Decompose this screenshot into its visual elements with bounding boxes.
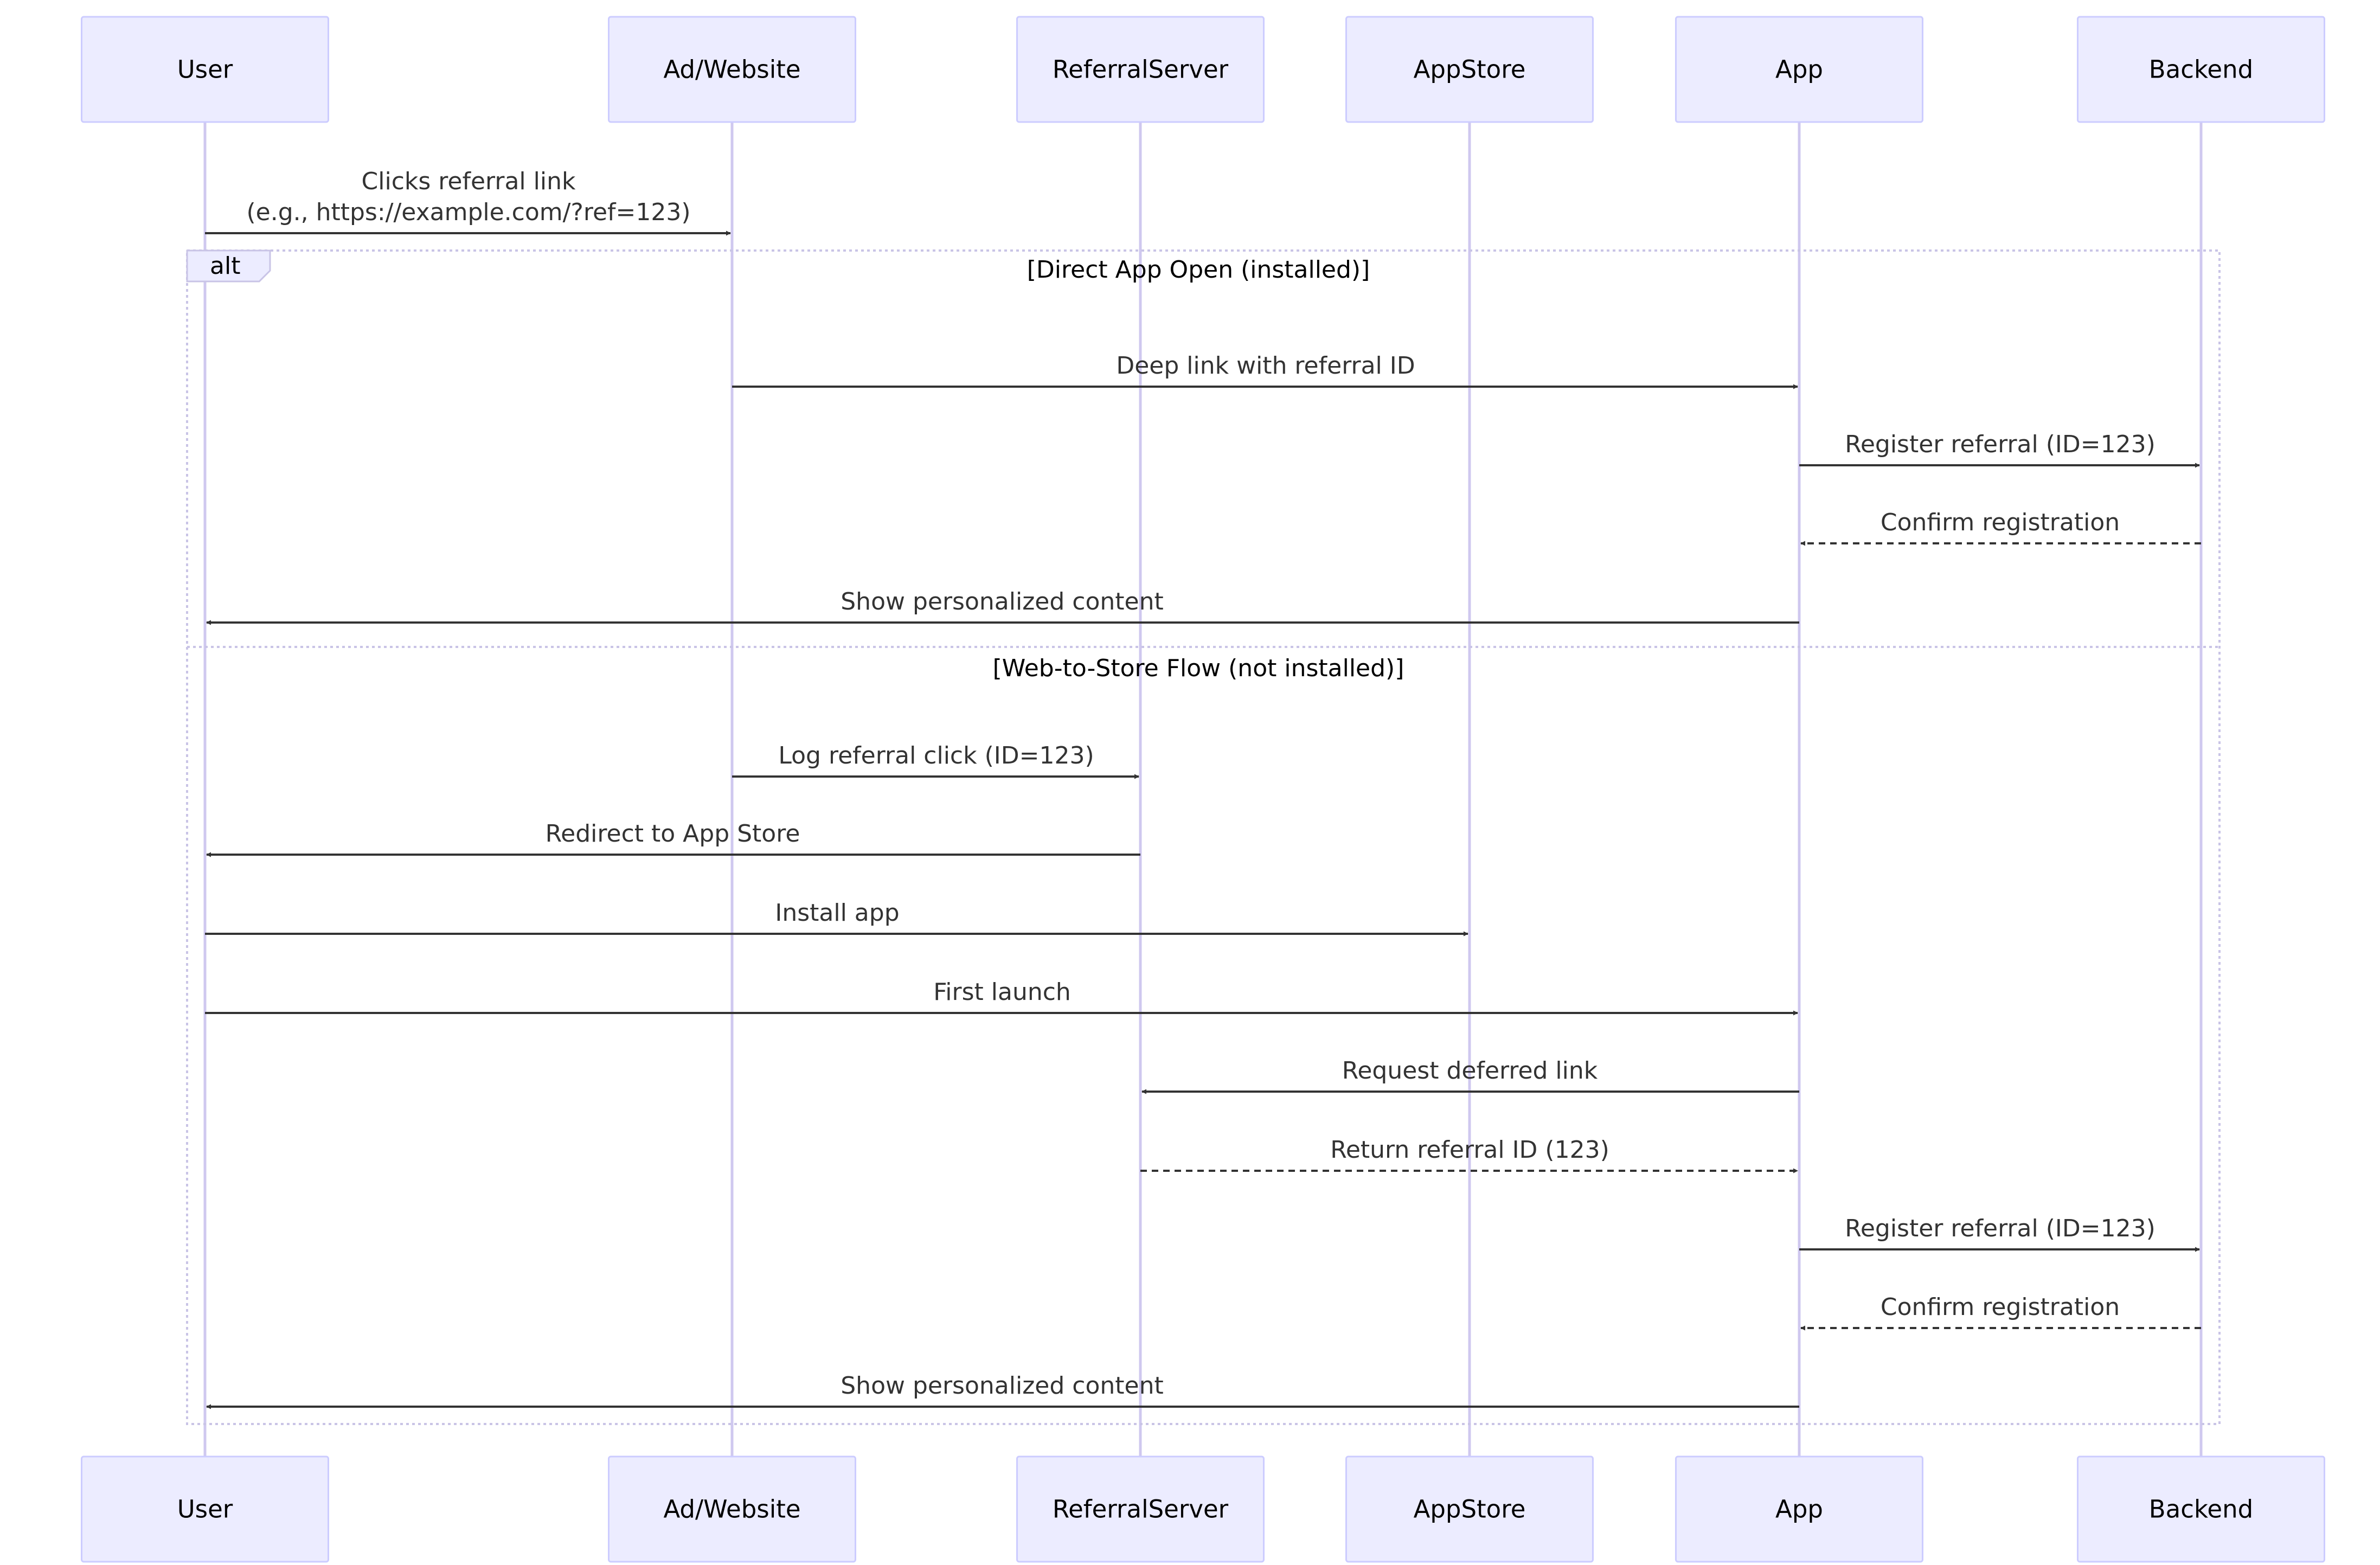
message-label: Confirm registration	[1881, 1293, 2120, 1321]
participant-label: Backend	[2149, 1495, 2253, 1524]
lifelines	[203, 122, 2203, 1457]
message-label: Log referral click (ID=123)	[778, 742, 1094, 769]
message-label: (e.g., https://example.com/?ref=123)	[246, 198, 690, 226]
participant-label: ReferralServer	[1053, 55, 1229, 84]
message-12: Register referral (ID=123)	[1799, 1215, 2200, 1252]
message-label: Register referral (ID=123)	[1845, 431, 2156, 458]
participant-box	[608, 1455, 856, 1563]
participant-box	[1016, 16, 1265, 123]
participant-box	[1345, 1455, 1594, 1563]
participant-user-bottom: User	[81, 1455, 329, 1563]
participant-app-bottom: App	[1675, 1455, 1923, 1563]
message-label: Redirect to App Store	[546, 820, 800, 848]
participant-box	[608, 16, 856, 123]
participant-ref-bottom: ReferralServer	[1016, 1455, 1265, 1563]
alt-condition-2: [Web-to-Store Flow (not installed)]	[993, 655, 1404, 682]
participant-box	[81, 16, 329, 123]
participant-label: Backend	[2149, 55, 2253, 84]
participant-backend-top: Backend	[2077, 16, 2325, 123]
message-11: Return referral ID (123)	[1140, 1136, 1798, 1173]
participant-ad-bottom: Ad/Website	[608, 1455, 856, 1563]
participant-box	[1016, 1455, 1265, 1563]
participant-backend-bottom: Backend	[2077, 1455, 2325, 1563]
participant-label: ReferralServer	[1053, 1495, 1229, 1524]
participant-label: User	[177, 1495, 233, 1524]
message-label: Return referral ID (123)	[1330, 1136, 1609, 1164]
alt-frame-tab	[186, 249, 271, 283]
participant-ref-top: ReferralServer	[1016, 16, 1265, 123]
message-9: First launch	[205, 978, 1798, 1016]
message-2: Deep link with referral ID	[732, 352, 1798, 389]
alt-frame: alt [Direct App Open (installed)] [Web-to-…	[186, 249, 2221, 1425]
alt-frame-border	[186, 249, 2221, 1425]
message-label: Register referral (ID=123)	[1845, 1215, 2156, 1242]
message-label: First launch	[933, 978, 1071, 1006]
participants-top: User Ad/Website ReferralServer AppStore App B…	[81, 16, 2325, 123]
message-6: Log referral click (ID=123)	[732, 742, 1139, 779]
participant-store-bottom: AppStore	[1345, 1455, 1594, 1563]
message-4: Confirm registration	[1800, 509, 2201, 546]
participant-ad-top: Ad/Website	[608, 16, 856, 123]
participant-label: AppStore	[1414, 55, 1526, 84]
participant-box	[2077, 1455, 2325, 1563]
message-5: Show personalized content	[206, 588, 1799, 625]
participants-bottom: User Ad/Website ReferralServer AppStore App B…	[81, 1455, 2325, 1563]
message-14: Show personalized content	[206, 1372, 1799, 1409]
participant-label: User	[177, 55, 233, 84]
participant-user-top: User	[81, 16, 329, 123]
participant-box	[2077, 16, 2325, 123]
participant-label: Ad/Website	[663, 1495, 800, 1524]
message-label: Confirm registration	[1881, 509, 2120, 536]
message-label: Request deferred link	[1342, 1057, 1598, 1085]
message-label: Deep link with referral ID	[1116, 352, 1415, 380]
participant-box	[1675, 16, 1923, 123]
message-1: Clicks referral link (e.g., https://examp…	[205, 168, 731, 236]
participant-app-top: App	[1675, 16, 1923, 123]
participant-box	[1675, 1455, 1923, 1563]
alt-condition-1: [Direct App Open (installed)]	[1027, 256, 1370, 284]
participant-label: App	[1775, 1495, 1823, 1524]
message-label: Show personalized content	[841, 1372, 1163, 1400]
alt-keyword: alt	[210, 252, 240, 280]
message-8: Install app	[205, 899, 1468, 937]
participant-label: App	[1775, 55, 1823, 84]
message-10: Request deferred link	[1141, 1057, 1799, 1094]
participant-label: Ad/Website	[663, 55, 800, 84]
participant-box	[1345, 16, 1594, 123]
messages: Clicks referral link (e.g., https://examp…	[205, 168, 2201, 1409]
message-13: Confirm registration	[1800, 1293, 2201, 1331]
participant-label: AppStore	[1414, 1495, 1526, 1524]
message-3: Register referral (ID=123)	[1799, 431, 2200, 468]
message-label: Clicks referral link	[362, 168, 576, 195]
message-7: Redirect to App Store	[206, 820, 1140, 857]
message-label: Install app	[775, 899, 899, 927]
message-label: Show personalized content	[841, 588, 1163, 615]
participant-box	[81, 1455, 329, 1563]
participant-store-top: AppStore	[1345, 16, 1594, 123]
